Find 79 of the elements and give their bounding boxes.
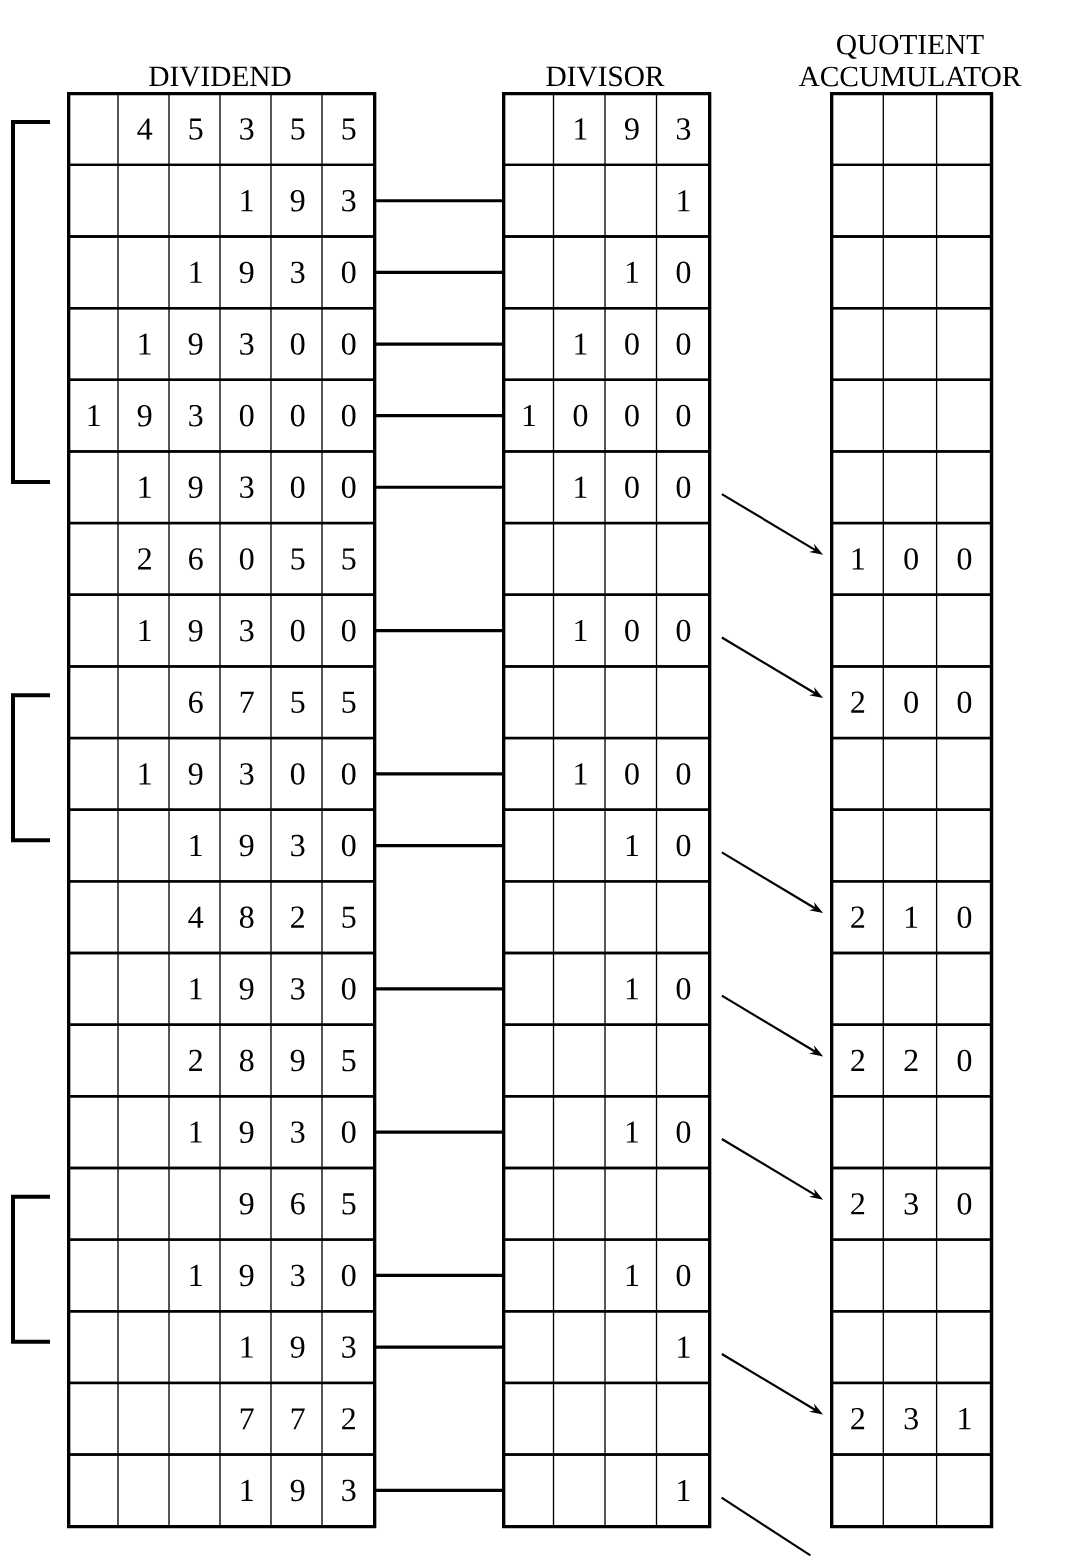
column-heading: DIVIDEND [149, 66, 291, 87]
table-row [502, 1166, 711, 1241]
table-row [830, 1094, 993, 1170]
connector-line [375, 1345, 502, 1349]
table-row [830, 234, 993, 310]
table-row [502, 521, 711, 596]
table-row: 1 0 [502, 951, 711, 1026]
connector-line [375, 772, 502, 776]
table-row [502, 1381, 711, 1456]
table-row: 1 9 3 [67, 1452, 376, 1528]
table-row [830, 1309, 993, 1385]
table-row: 4 5 3 5 5 [67, 91, 376, 167]
table-row [830, 449, 993, 525]
connector-line [375, 1130, 502, 1134]
table-row [830, 163, 993, 238]
table-row [502, 664, 711, 740]
table-row: 1 [502, 1452, 711, 1528]
table-row [830, 592, 993, 668]
table-row: 1 0 [502, 807, 711, 883]
table-row: 1 9 3 0 0 [67, 306, 376, 382]
table-row: 1 9 3 [67, 163, 376, 238]
table-row: 1 0 [502, 1237, 711, 1313]
table-row: 1 9 3 0 0 0 [67, 377, 376, 453]
table-row [830, 1237, 993, 1313]
table-row [830, 377, 993, 453]
table-row: 2 3 1 [830, 1381, 993, 1456]
table-row: 1 0 0 [830, 521, 993, 596]
table-column [830, 92, 994, 1529]
connector-line [375, 1273, 502, 1278]
table-row: 6 7 5 5 [67, 664, 376, 740]
table-row: 9 6 5 [67, 1166, 376, 1241]
connector-line [375, 843, 502, 848]
table-row: 1 9 3 0 0 [67, 736, 376, 811]
table-row: 2 0 0 [830, 664, 993, 740]
connector-line [375, 342, 502, 346]
table-row [502, 1022, 711, 1098]
table-row: 1 0 0 [502, 449, 711, 525]
table-row: 1 0 0 0 [502, 377, 711, 453]
table-row: 1 0 [502, 1094, 711, 1170]
table-row [830, 807, 993, 883]
table-row: 1 0 0 [502, 736, 711, 811]
table-column [502, 92, 712, 1529]
table-row: 1 9 3 0 [67, 1237, 376, 1313]
table-row: 1 [502, 163, 711, 238]
table-row: 1 0 0 [502, 306, 711, 382]
column-heading: DIVISOR [546, 66, 665, 87]
connector-line [375, 629, 502, 633]
column-heading: QUOTIENT ACCUMULATOR [798, 34, 1022, 87]
table-row [502, 879, 711, 955]
table-row: 2 1 0 [830, 879, 993, 955]
table-row [830, 736, 993, 811]
table-row: 1 9 3 [502, 91, 711, 167]
table-row [830, 951, 993, 1026]
table-row: 1 9 3 0 0 [67, 592, 376, 668]
connector-line [375, 987, 502, 991]
table-column [67, 92, 377, 1529]
connector-line [375, 414, 502, 418]
table-row [830, 306, 993, 382]
table-row [830, 1452, 993, 1528]
table-row: 1 9 3 [67, 1309, 376, 1385]
table-row: 1 0 0 [502, 592, 711, 668]
table-row: 1 9 3 0 [67, 951, 376, 1026]
table-row: 4 8 2 5 [67, 879, 376, 955]
table-row: 2 2 0 [830, 1022, 993, 1098]
table-row: 1 9 3 0 [67, 807, 376, 883]
table-row: 7 7 2 [67, 1381, 376, 1456]
connector-line [375, 199, 502, 203]
table-row: 2 3 0 [830, 1166, 993, 1241]
connector-line [375, 270, 502, 274]
connector-line [375, 1488, 502, 1493]
table-row: 1 9 3 0 0 [67, 449, 376, 525]
table-row: 2 8 9 5 [67, 1022, 376, 1098]
table-row: 1 9 3 0 [67, 234, 376, 310]
table-row: 2 6 0 5 5 [67, 521, 376, 596]
connector-line [721, 1496, 811, 1557]
table-row: 1 [502, 1309, 711, 1385]
table-row: 1 0 [502, 234, 711, 310]
table-row: 1 9 3 0 [67, 1094, 376, 1170]
connector-line [375, 485, 502, 489]
